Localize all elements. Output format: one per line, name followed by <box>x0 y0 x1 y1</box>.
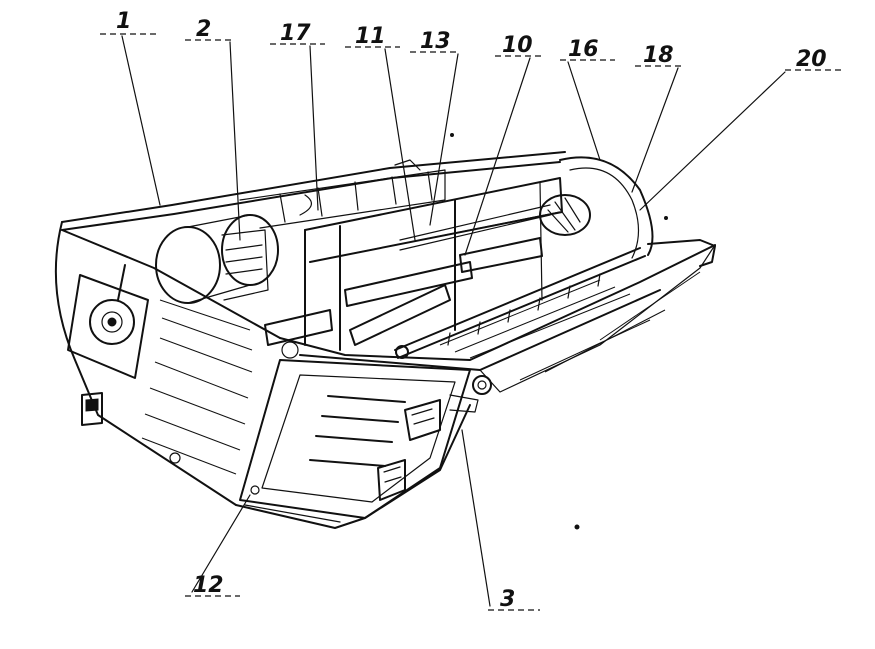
top-conveyor <box>239 159 446 229</box>
callout-3: 3 <box>500 587 515 612</box>
drum-cylinders <box>155 214 279 304</box>
callout-labels: 1 2 17 11 13 10 16 18 20 12 3 <box>116 9 827 612</box>
left-panel-hatching <box>141 299 253 475</box>
leader-lines <box>100 33 842 611</box>
callout-10: 10 <box>502 33 533 58</box>
speck-mark <box>664 216 668 220</box>
callout-11: 11 <box>355 24 386 49</box>
callout-16: 16 <box>568 37 599 62</box>
auger-rollers <box>264 194 646 359</box>
floor-slats <box>439 271 701 381</box>
front-plate <box>239 341 471 523</box>
callout-2: 2 <box>196 17 211 42</box>
drive-disc <box>67 264 181 464</box>
speck-mark <box>450 133 454 137</box>
callout-18: 18 <box>643 43 674 68</box>
callout-13: 13 <box>420 29 451 54</box>
support-brackets <box>377 375 492 501</box>
callout-17: 17 <box>280 21 311 46</box>
speck-mark <box>574 524 580 530</box>
callout-12: 12 <box>193 573 224 598</box>
callout-1: 1 <box>116 9 131 34</box>
callout-20: 20 <box>796 47 827 72</box>
